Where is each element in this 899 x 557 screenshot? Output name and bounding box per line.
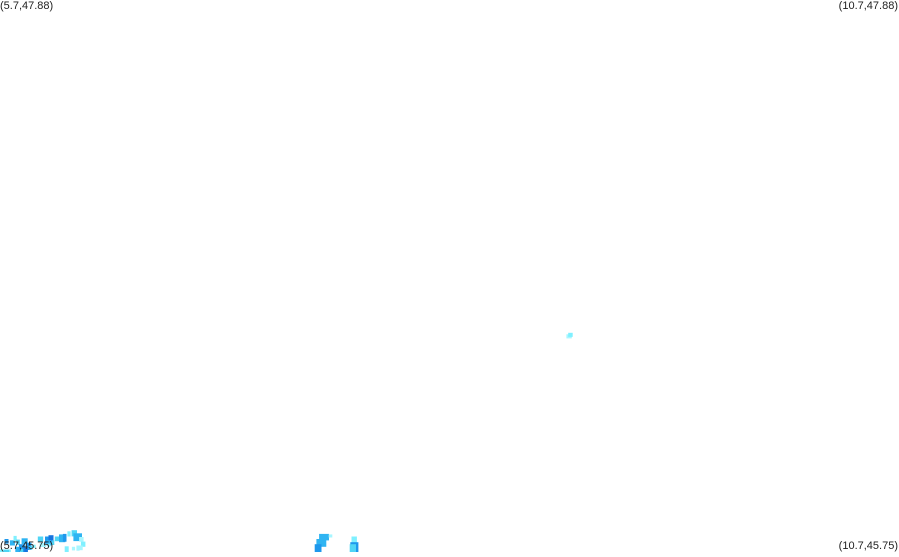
map-cell-15 [39, 542, 47, 547]
map-cell-27 [79, 537, 84, 542]
map-cell-4 [21, 538, 28, 544]
map-cell-3 [16, 539, 20, 545]
map-cell-11 [19, 548, 23, 552]
map-cell-30 [71, 546, 76, 551]
corner-label-top-left: (5.7,47.88) [0, 0, 54, 12]
map-cell-10 [24, 547, 28, 552]
map-cell-9 [18, 544, 26, 552]
map-cell-13 [3, 549, 9, 552]
map-cell-29 [79, 545, 83, 551]
map-cell-32 [64, 546, 69, 552]
map-cell-36 [328, 534, 333, 538]
map-cell-6 [28, 546, 33, 550]
map-cell-1 [9, 540, 15, 546]
corner-label-top-right: (10.7,47.88) [838, 0, 898, 12]
map-cell-34 [319, 533, 329, 541]
map-cell-35 [314, 544, 322, 552]
map-cell-33 [316, 539, 327, 547]
map-cell-16 [45, 536, 51, 544]
map-cell-17 [48, 535, 54, 543]
map-cell-39 [349, 544, 356, 552]
map-cell-18 [46, 540, 52, 546]
map-cell-19 [47, 543, 51, 547]
corner-label-bottom-right: (10.7,45.75) [838, 540, 898, 552]
map-cell-23 [62, 533, 67, 542]
map-cell-21 [54, 536, 60, 542]
map-cell-24 [67, 531, 71, 537]
map-cell-7 [32, 544, 36, 548]
map-cell-41 [568, 332, 573, 337]
corner-label-bottom-left: (5.7,45.75) [0, 540, 54, 552]
map-cell-2 [13, 535, 17, 542]
map-cell-20 [52, 540, 55, 545]
map-cell-28 [80, 541, 86, 547]
map-cell-22 [59, 534, 66, 543]
map-cell-8 [15, 546, 20, 552]
map-cell-26 [73, 533, 82, 542]
map-cell-37 [351, 536, 357, 546]
map-cell-0 [4, 539, 9, 544]
map-cell-31 [76, 545, 80, 551]
map-cell-14 [37, 536, 44, 542]
